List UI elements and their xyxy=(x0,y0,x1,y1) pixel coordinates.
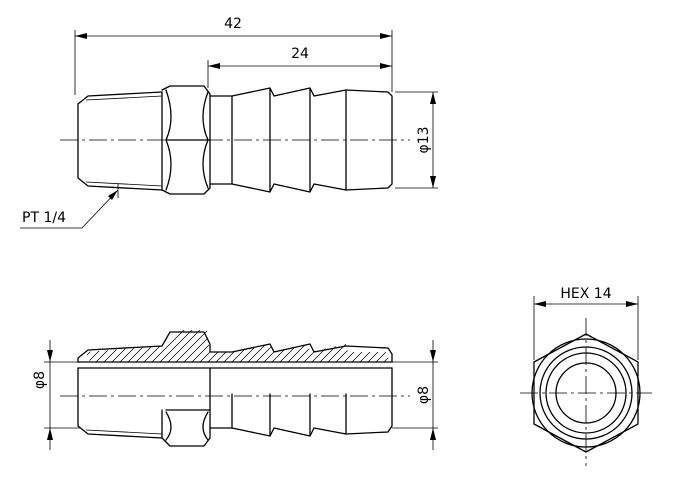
dimension-barb-length: 24 xyxy=(208,46,392,69)
threaded-end xyxy=(77,91,163,191)
end-view: HEX 14 xyxy=(520,286,652,466)
hatch-line xyxy=(86,330,101,362)
dimension-label-42: 42 xyxy=(224,16,242,32)
dimension-outer-diameter: φ13 xyxy=(416,92,436,188)
dimension-label-24: 24 xyxy=(291,46,309,62)
hatch-line xyxy=(219,330,261,362)
hatch-line xyxy=(99,330,141,362)
hatch-line xyxy=(355,330,390,362)
hatch-line xyxy=(259,330,301,362)
dimension-label-phi8-left: φ8 xyxy=(32,371,48,389)
hatch-line xyxy=(379,330,390,362)
hatch-line xyxy=(275,330,317,362)
hatch-line xyxy=(147,330,189,362)
dimension-overall-length: 42 xyxy=(75,16,392,39)
hatch-line xyxy=(86,330,125,362)
hatch-line xyxy=(86,330,117,362)
hatch-line xyxy=(235,330,277,362)
hatch-line xyxy=(299,330,341,362)
hatch-line xyxy=(163,330,205,362)
section-view: φ8 φ8 xyxy=(32,326,452,450)
hatch-line xyxy=(155,330,197,362)
thread-callout: PT 1/4 xyxy=(20,184,119,229)
hatch-line xyxy=(363,330,390,362)
hatch-line xyxy=(86,330,109,362)
hatch-line xyxy=(291,330,333,362)
hatch-line xyxy=(91,330,133,362)
hatch-line xyxy=(107,330,149,362)
hatch-line xyxy=(243,330,285,362)
hatch-line xyxy=(211,330,253,362)
hatch-line xyxy=(404,326,444,366)
hatch-line xyxy=(387,330,390,362)
hex-body xyxy=(161,85,211,195)
hatch-line xyxy=(307,330,349,362)
dimension-inner-diameter-right: φ8 xyxy=(416,340,436,450)
dimension-label-hex: HEX 14 xyxy=(560,286,611,302)
section-hatch xyxy=(86,326,452,366)
hatch-line xyxy=(396,326,436,366)
hatch-line xyxy=(371,330,390,362)
hatch-line xyxy=(283,330,325,362)
top-view: 42 24 φ13 xyxy=(20,16,438,229)
thread-label: PT 1/4 xyxy=(22,210,66,226)
dimension-label-phi8-right: φ8 xyxy=(416,386,432,404)
hatch-line xyxy=(412,326,452,366)
dimension-inner-diameter-left: φ8 xyxy=(32,340,53,450)
dimension-hex: HEX 14 xyxy=(534,286,638,307)
dimension-label-phi13: φ13 xyxy=(416,126,432,153)
hatch-line xyxy=(171,330,213,362)
